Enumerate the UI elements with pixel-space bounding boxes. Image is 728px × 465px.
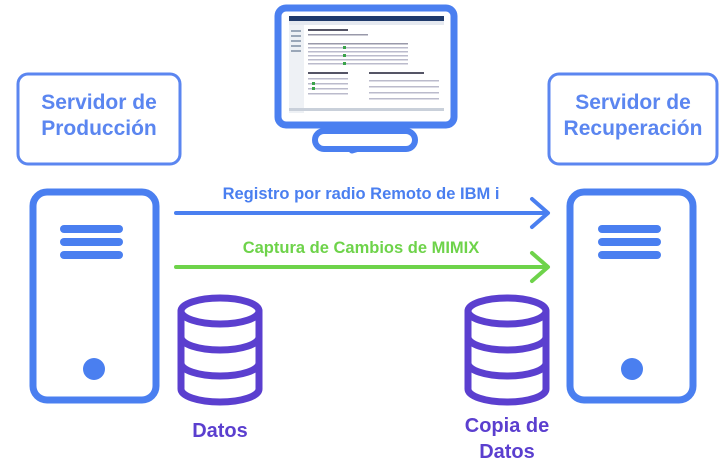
source-database-icon (177, 294, 263, 406)
production-title-line2: Producción (41, 117, 157, 140)
replica-database-label: Copia de Datos (437, 413, 577, 465)
recovery-title-box (547, 72, 719, 166)
mimix-capture-arrow (174, 251, 550, 283)
recovery-server-icon (566, 188, 697, 404)
mimix-capture-label: Captura de Cambios de MIMIX (242, 239, 480, 257)
production-title-line1: Servidor de (41, 91, 157, 114)
screen-mockup (289, 16, 444, 113)
production-title-box (16, 72, 182, 166)
ibm-remote-journal-label: Registro por radio Remoto de IBM i (222, 185, 500, 203)
production-server-title: Servidor de Producción (18, 90, 180, 142)
production-server-icon (29, 188, 160, 404)
replica-database-label-line2: Datos (479, 441, 535, 463)
source-database-label-line1: Datos (192, 420, 248, 442)
ibm-remote-journal-arrow (174, 197, 550, 229)
recovery-title-line1: Servidor de (575, 91, 691, 114)
source-database-label: Datos (160, 418, 280, 444)
recovery-server-title: Servidor de Recuperación (549, 90, 717, 142)
monitor-icon (274, 4, 458, 154)
replica-database-icon (464, 294, 550, 406)
recovery-title-line2: Recuperación (563, 117, 703, 140)
replica-database-label-line1: Copia de (464, 415, 550, 437)
